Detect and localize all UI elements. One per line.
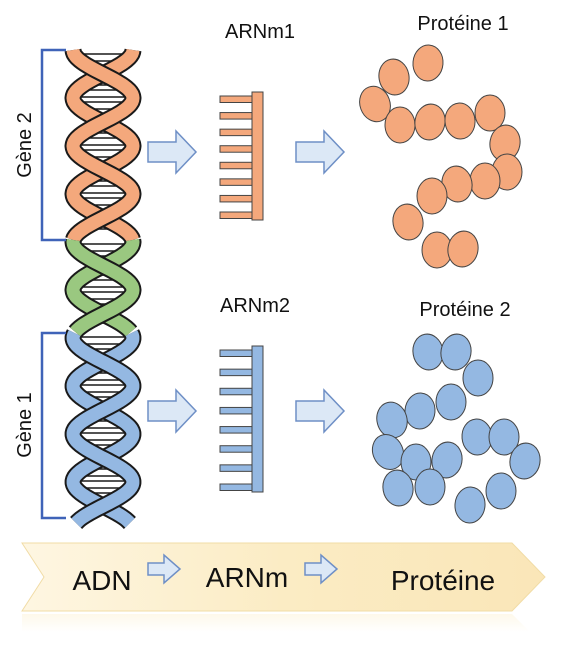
amino-acid	[378, 58, 410, 96]
banner-arnm: ARNm	[206, 562, 288, 593]
arnm2-molecule	[219, 345, 264, 493]
arrow-arnm2-to-proteine2	[295, 388, 346, 434]
proteine2-label: Protéine 2	[419, 299, 510, 321]
amino-acid	[412, 44, 444, 82]
amino-acid	[404, 392, 436, 430]
process-arrows	[147, 129, 346, 434]
banner-arrow-2	[304, 553, 339, 585]
mrna-nucleotide	[219, 368, 255, 377]
mrna-nucleotide	[219, 95, 255, 103]
mrna-nucleotide	[219, 145, 255, 153]
amino-acid	[376, 401, 408, 439]
arrow-gene1-to-arnm2	[147, 388, 198, 434]
amino-acid	[435, 383, 467, 421]
mrna-nucleotide	[219, 178, 255, 186]
mrna-backbone	[251, 91, 264, 221]
mrna-nucleotide	[219, 112, 255, 120]
gene1-label: Gène 1	[14, 392, 36, 458]
mrna-nucleotide	[219, 194, 255, 203]
amino-acid	[454, 486, 486, 524]
banner-proteine: Protéine	[391, 565, 495, 596]
arrow-gene2-to-arnm1	[147, 129, 198, 175]
banner-arrow-shape	[21, 542, 546, 612]
amino-acid	[359, 85, 391, 123]
intergenic-strand	[66, 235, 140, 337]
gene2-strand	[66, 45, 140, 245]
mrna-nucleotide	[219, 445, 255, 453]
arnm1-label: ARNm1	[225, 21, 295, 43]
proteine1-label: Protéine 1	[417, 13, 508, 35]
amino-acid	[447, 230, 479, 268]
proteine1-chain	[359, 44, 523, 269]
arrow-arnm1-to-proteine1	[295, 129, 346, 175]
arnm2-label: ARNm2	[220, 295, 290, 317]
gene2-bracket	[40, 48, 66, 242]
gene1-strand	[66, 328, 140, 528]
process-banner: ADN ARNm Protéine	[21, 542, 546, 632]
amino-acid	[416, 177, 448, 215]
amino-acid	[462, 359, 494, 397]
gene2-strand	[66, 45, 140, 245]
gene2-label: Gène 2	[14, 112, 36, 178]
amino-acid	[440, 333, 472, 371]
banner-arrow-1	[147, 553, 182, 585]
mrna-nucleotide	[219, 161, 255, 170]
amino-acid	[414, 468, 446, 506]
amino-acid	[488, 418, 520, 456]
amino-acid	[444, 102, 476, 140]
amino-acid	[469, 162, 501, 200]
gene-brackets: Gène 2 Gène 1	[14, 48, 66, 520]
gene1-bracket	[40, 331, 66, 520]
amino-acid	[371, 433, 405, 471]
amino-acid	[382, 469, 414, 507]
amino-acid	[509, 442, 541, 480]
mrna-backbone	[251, 345, 264, 493]
dna-double-helix	[64, 43, 142, 530]
proteine2-chain	[371, 333, 541, 524]
amino-acid	[485, 472, 517, 510]
mrna-nucleotide	[219, 211, 255, 219]
amino-acid	[474, 94, 506, 132]
mrna-nucleotide	[219, 349, 255, 357]
amino-acid	[392, 203, 424, 241]
mrna-nucleotide	[219, 406, 255, 415]
mrna-nucleotide	[219, 464, 255, 472]
mrna-nucleotide	[219, 483, 255, 491]
amino-acid	[414, 103, 446, 141]
mrna-nucleotide	[219, 128, 255, 137]
amino-acid	[431, 441, 463, 479]
banner-adn: ADN	[72, 565, 131, 596]
amino-acid	[384, 106, 416, 144]
arnm1-molecule	[219, 91, 264, 221]
banner-reflection	[22, 614, 530, 632]
mrna-nucleotide	[219, 426, 255, 434]
mrna-nucleotide	[219, 387, 255, 396]
